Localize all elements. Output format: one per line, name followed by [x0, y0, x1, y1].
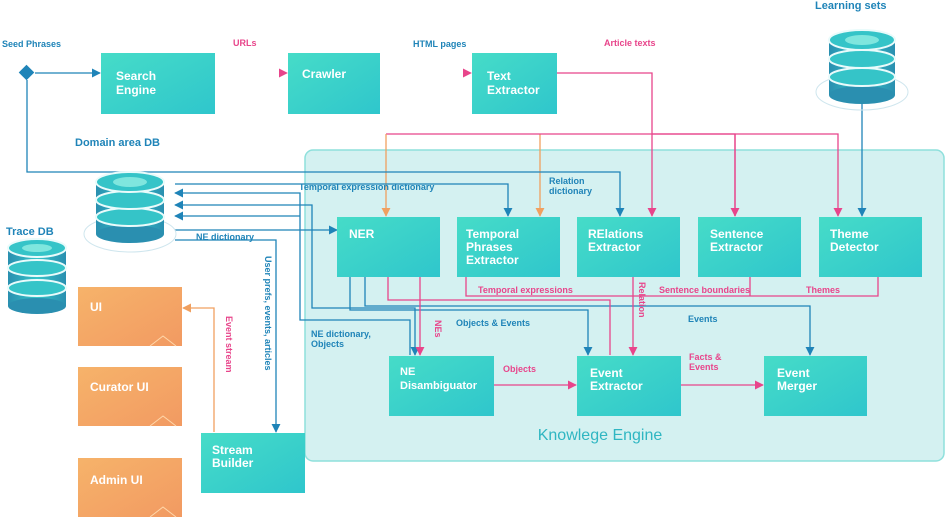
curator-ui-box: Curator UI: [78, 367, 182, 427]
box-line: Extractor: [710, 240, 763, 254]
edge-label-user-prefs: User prefs, events, articles: [263, 256, 273, 371]
learning-sets-db: [815, 29, 909, 111]
box-line: Engine: [116, 83, 156, 97]
box-line: Event: [590, 366, 623, 380]
learning-sets-label: Learning sets: [815, 0, 887, 12]
domain-area-db-label: Domain area DB: [75, 137, 160, 149]
box-line: Extractor: [466, 253, 519, 267]
svg-text:NER: NER: [349, 227, 375, 241]
edge-label-objects-events: Objects & Events: [456, 318, 530, 328]
ne-disambiguator-box: NE Disambiguator: [389, 356, 494, 416]
box-line: Text: [487, 69, 511, 83]
edge-label-ne-dictionary: NE dictionary: [196, 232, 254, 242]
box-line: Theme: [830, 227, 869, 241]
box-line: Merger: [777, 379, 817, 393]
box-line: Temporal: [466, 227, 519, 241]
box-line: UI: [90, 300, 102, 314]
edge-label-facts-events: Facts &Events: [689, 352, 722, 372]
admin-ui-box: Admin UI: [78, 458, 182, 518]
box-line: Disambiguator: [400, 380, 478, 392]
edge-label-article-texts: Article texts: [604, 38, 656, 48]
edge-label-events: Events: [688, 314, 718, 324]
edge-label-temporal-expressions: Temporal expressions: [478, 285, 573, 295]
box-line: Detector: [830, 240, 879, 254]
box-line: Extractor: [487, 83, 540, 97]
box-line: Phrases: [466, 240, 513, 254]
edge-label-temporal-expression-dictionary: Temporal expression dictionary: [299, 182, 434, 192]
ner-box: NER: [337, 217, 440, 277]
edge-label-themes: Themes: [806, 285, 840, 295]
box-line: Extractor: [590, 379, 643, 393]
box-line: Curator UI: [90, 380, 149, 394]
label-line: NE dictionary,: [311, 329, 371, 339]
label-line: Relation: [549, 176, 585, 186]
svg-text:UI: UI: [90, 300, 102, 314]
edge-label-urls: URLs: [233, 38, 257, 48]
box-line: Builder: [212, 456, 254, 470]
svg-text:Curator UI: Curator UI: [90, 380, 149, 394]
label-line: Facts &: [689, 352, 722, 362]
svg-text:Crawler: Crawler: [302, 67, 346, 81]
edge-label-nes: NEs: [433, 320, 443, 338]
seed-phrases-label: Seed Phrases: [2, 39, 61, 49]
label-line: Events: [689, 362, 719, 372]
label-line: dictionary: [549, 186, 592, 196]
engine-title: Knowlege Engine: [538, 427, 663, 444]
edge-label-ne-dictionary-objects: NE dictionary,Objects: [311, 329, 371, 349]
edge-label-relation: Relation: [637, 282, 647, 318]
box-line: Event: [777, 366, 810, 380]
edge-label-sentence-boundaries: Sentence boundaries: [659, 285, 750, 295]
box-line: Crawler: [302, 67, 346, 81]
trace-db: [7, 238, 67, 314]
connector-lines: [26, 68, 879, 433]
ui-box: UI: [78, 287, 182, 347]
domain-area-db: [83, 171, 177, 253]
box-line: Sentence: [710, 227, 764, 241]
trace-db-label: Trace DB: [6, 226, 54, 238]
edge-label-objects: Objects: [503, 364, 536, 374]
svg-text:Admin UI: Admin UI: [90, 473, 143, 487]
label-line: Objects: [311, 339, 344, 349]
box-line: NER: [349, 227, 375, 241]
box-line: Stream: [212, 443, 253, 457]
box-line: NE: [400, 366, 415, 378]
box-line: Search: [116, 69, 156, 83]
edge-label-event-stream: Event stream: [224, 316, 234, 373]
box-line: Extractor: [588, 240, 641, 254]
box-line: RElations: [588, 227, 644, 241]
edge-label-html-pages: HTML pages: [413, 39, 466, 49]
crawler-box: Crawler: [288, 53, 380, 114]
box-line: Admin UI: [90, 473, 143, 487]
seed-diamond-icon: [18, 64, 35, 81]
